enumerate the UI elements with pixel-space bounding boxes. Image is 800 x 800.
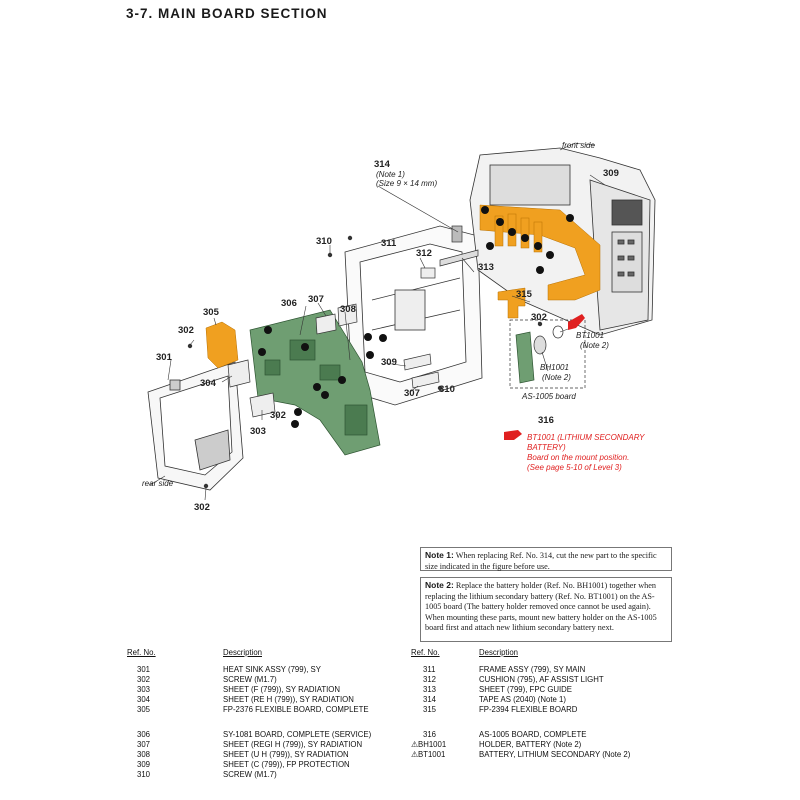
- note-1-label: Note 1:: [425, 550, 454, 560]
- label-309-top: 309: [603, 168, 619, 179]
- main-board-markers: [258, 326, 387, 428]
- body-connector-markers: [481, 206, 574, 274]
- red-hand-pointer-icon: [504, 314, 585, 440]
- label-304: 304: [200, 378, 217, 389]
- note-2-text: Replace the battery holder (Ref. No. BH1…: [425, 581, 657, 632]
- as1005-dashed-frame: [509, 319, 586, 389]
- main-board: [249, 309, 381, 456]
- warning-line-1: BT1001 (LITHIUM SECONDARY: [527, 433, 645, 442]
- label-316: 316: [538, 415, 554, 426]
- screws: [187, 235, 543, 489]
- label-bh1001-note: (Note 2): [542, 373, 571, 382]
- label-314: 314: [374, 159, 391, 170]
- label-315: 315: [516, 289, 533, 300]
- label-314-size: (Size 9 × 14 mm): [376, 179, 437, 188]
- label-303: 303: [250, 426, 266, 437]
- frame-assy: [344, 225, 483, 406]
- warning-line-3: Board on the mount position.: [527, 453, 629, 462]
- parts-header-desc-right: Description: [479, 648, 518, 657]
- label-bt1001: BT1001: [576, 331, 604, 340]
- label-rear-side: rear side: [142, 479, 174, 488]
- section-title: 3-7. MAIN BOARD SECTION: [126, 6, 328, 21]
- label-308: 308: [340, 304, 356, 315]
- label-305: 305: [203, 307, 220, 318]
- label-307-top: 307: [308, 294, 324, 305]
- label-302-mid: 302: [270, 410, 286, 421]
- label-311: 311: [381, 238, 397, 249]
- battery-bt1001: [552, 325, 564, 339]
- heat-sink-assy: [147, 361, 244, 491]
- exploded-view-diagram: 314 (Note 1) (Size 9 × 14 mm) front side…: [142, 141, 656, 513]
- label-306: 306: [281, 298, 297, 309]
- note-1-text: When replacing Ref. No. 314, cut the new…: [425, 551, 657, 571]
- label-314-note: (Note 1): [376, 170, 405, 179]
- label-312: 312: [416, 248, 432, 259]
- label-309-mid: 309: [381, 357, 397, 368]
- label-302-left: 302: [178, 325, 194, 336]
- label-310-bottom: 310: [439, 384, 455, 395]
- label-302-bottom: 302: [194, 502, 210, 513]
- note-2-label: Note 2:: [425, 580, 454, 590]
- warning-line-2: BATTERY): [527, 443, 566, 452]
- parts-header-ref: Ref. No.: [127, 648, 156, 657]
- label-as1005-board: AS-1005 board: [521, 392, 576, 401]
- label-313: 313: [478, 262, 494, 273]
- parts-header-ref-right: Ref. No.: [411, 648, 440, 657]
- sheet-313: [420, 225, 479, 279]
- flex-board-315: [497, 287, 526, 319]
- battery-holder: [533, 335, 547, 355]
- label-front-side: front side: [562, 141, 595, 150]
- note-1-box: Note 1: When replacing Ref. No. 314, cut…: [420, 547, 672, 571]
- leader-lines: [149, 142, 606, 501]
- label-302-right: 302: [531, 312, 547, 323]
- label-310-top: 310: [316, 236, 332, 247]
- label-301: 301: [156, 352, 173, 363]
- label-bh1001: BH1001: [540, 363, 569, 372]
- flex-board-305: [205, 321, 239, 369]
- radiation-sheets: [227, 303, 440, 418]
- note-2-box: Note 2: Replace the battery holder (Ref.…: [420, 577, 672, 642]
- as1005-board: [515, 331, 535, 384]
- parts-header-desc: Description: [223, 648, 262, 657]
- label-307-bottom: 307: [404, 388, 420, 399]
- warning-line-4: (See page 5-10 of Level 3): [527, 463, 622, 472]
- label-bt1001-note: (Note 2): [580, 341, 609, 350]
